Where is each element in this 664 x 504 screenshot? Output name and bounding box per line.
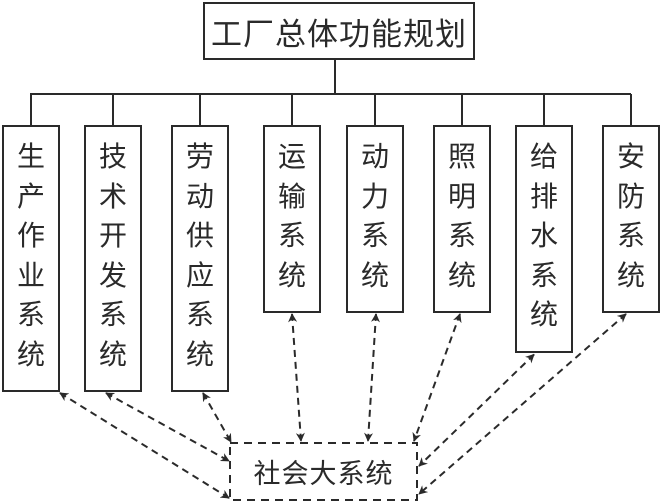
subsystem-label-char: 系 — [277, 219, 306, 252]
subsystem-label-char: 动 — [360, 140, 389, 173]
subsystem-label-char: 系 — [529, 258, 558, 292]
subsystem-label-char: 系 — [447, 219, 476, 252]
subsystem-label-char: 给 — [529, 140, 558, 173]
subsystem-label-char: 发 — [98, 258, 127, 292]
subsystem-label-char: 统 — [529, 298, 558, 331]
subsystem-label-char: 劳 — [185, 140, 214, 173]
subsystem-label-char: 排 — [529, 179, 558, 213]
subsystem-label-char: 术 — [98, 179, 127, 213]
subsystem-label-char: 安 — [616, 140, 645, 173]
subsystem-label-char: 业 — [16, 258, 45, 292]
subsystem-label-char: 统 — [16, 337, 45, 371]
subsystem-node: 给排水系统 — [515, 125, 573, 353]
subsystem-label-char: 防 — [616, 179, 645, 213]
subsystem-label-char: 系 — [185, 298, 214, 331]
tree-lines — [30, 59, 631, 95]
subsystem-label-char: 技 — [98, 140, 127, 173]
external-label: 社会大系统 — [253, 459, 394, 490]
subsystem-label-char: 动 — [185, 179, 214, 213]
external-node-border — [229, 442, 418, 501]
subsystem-label-char: 统 — [185, 337, 214, 371]
subsystem-label-char: 系 — [616, 219, 645, 252]
subsystem-node: 生产作业系统 — [2, 125, 60, 392]
subsystem-label-char: 水 — [529, 219, 558, 252]
subsystem-label-char: 统 — [616, 258, 645, 292]
subsystem-label-char: 输 — [277, 179, 306, 213]
subsystem-node: 动力系统 — [346, 125, 404, 313]
subsystem-node: 照明系统 — [433, 125, 491, 313]
relation-arrow — [288, 313, 305, 442]
subsystem-label-char: 作 — [16, 219, 45, 252]
subsystem-label-char: 系 — [98, 298, 127, 331]
subsystem-label-char: 照 — [447, 140, 476, 173]
subsystem-label-char: 明 — [447, 179, 476, 213]
subsystem-label-char: 统 — [277, 258, 306, 292]
subsystem-label-char: 运 — [277, 140, 306, 173]
relation-arrows — [59, 313, 627, 499]
relation-arrow — [418, 313, 627, 495]
subsystem-label-char: 应 — [185, 258, 214, 292]
drop-lines — [30, 94, 632, 125]
subsystem-label-char: 统 — [447, 258, 476, 292]
subsystem-node: 安防系统 — [602, 125, 660, 313]
external-node: 社会大系统 — [230, 443, 417, 500]
subsystem-label-char: 系 — [360, 219, 389, 252]
subsystem-label-char: 力 — [360, 179, 389, 213]
subsystem-label-char: 系 — [16, 298, 45, 331]
subsystem-node: 运输系统 — [263, 125, 321, 313]
subsystem-node: 技术开发系统 — [84, 125, 142, 392]
subsystem-label-char: 生 — [16, 140, 45, 173]
subsystem-label-char: 开 — [98, 219, 127, 252]
subsystem-label-char: 供 — [185, 219, 214, 252]
relation-arrow — [364, 313, 380, 442]
subsystem-label-char: 统 — [98, 337, 127, 371]
root-label: 工厂总体功能规划 — [211, 16, 467, 53]
subsystem-node: 劳动供应系统 — [171, 125, 229, 392]
relation-arrow — [202, 392, 232, 443]
subsystem-label-char: 统 — [360, 258, 389, 292]
root-node: 工厂总体功能规划 — [203, 2, 475, 60]
subsystem-label-char: 产 — [16, 179, 45, 213]
